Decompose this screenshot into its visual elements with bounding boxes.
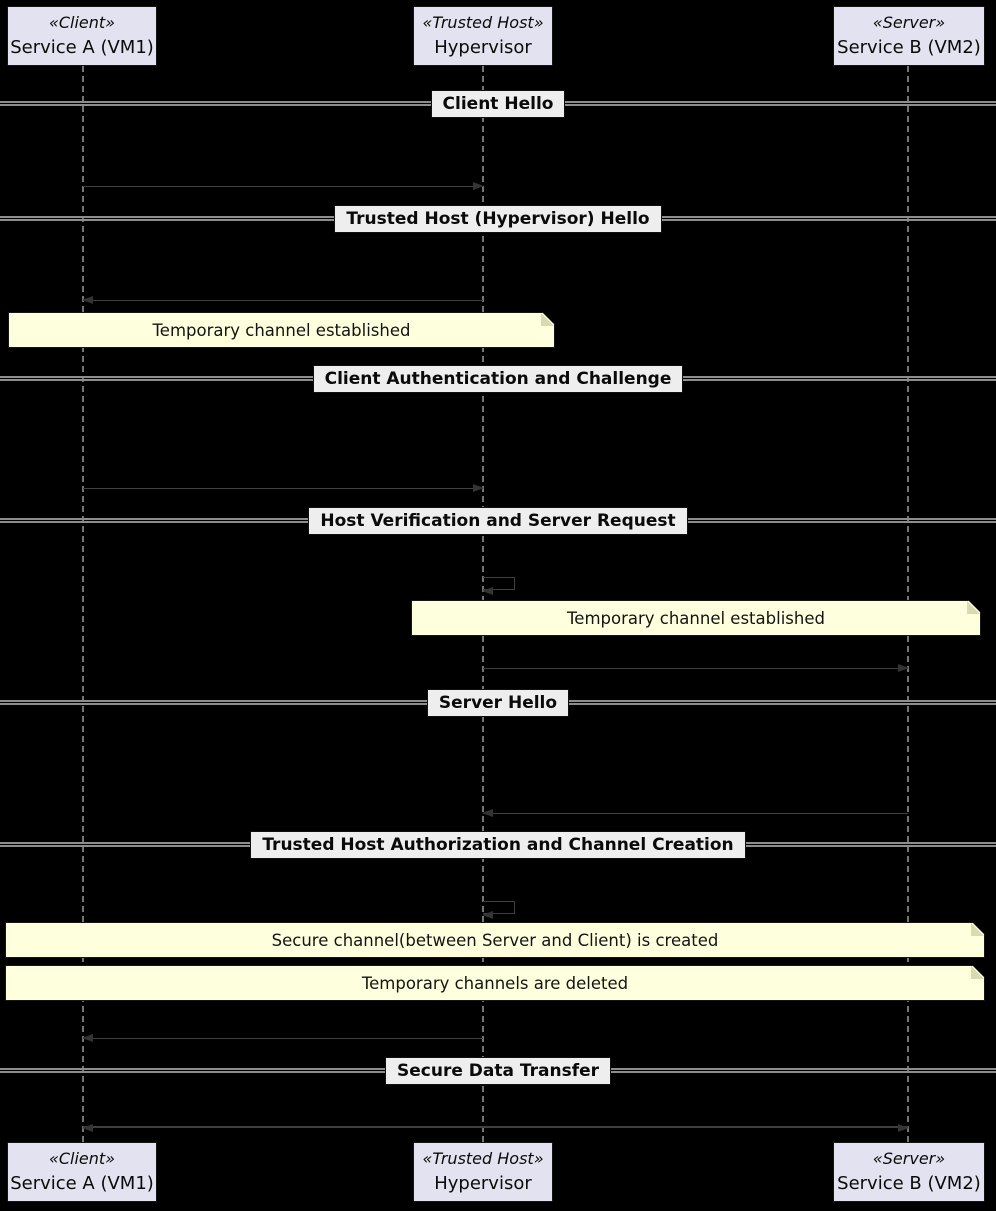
- message-arrow-server-to-hypervisor: [482, 809, 908, 817]
- note-text: Temporary channels are deleted: [361, 973, 629, 993]
- participant-name: Service A (VM1): [10, 37, 154, 58]
- note-fold-corner-icon: [971, 923, 984, 936]
- lifeline-client: [82, 66, 84, 1142]
- participant-stereotype: «Server»: [872, 1149, 946, 1168]
- participant-server-top: «Server» Service B (VM2): [833, 6, 985, 66]
- arrowhead-icon: [82, 1124, 93, 1132]
- note-text: Temporary channel established: [152, 320, 411, 340]
- note-secure-channel-created: Secure channel(between Server and Client…: [5, 922, 985, 958]
- divider-trusted-host-hello: Trusted Host (Hypervisor) Hello: [0, 204, 996, 234]
- divider-label: Host Verification and Server Request: [308, 507, 688, 535]
- divider-server-hello: Server Hello: [0, 688, 996, 718]
- message-arrow-client-to-hypervisor-2: [83, 484, 484, 492]
- participant-client-bottom: «Client» Service A (VM1): [7, 1142, 157, 1202]
- participant-hypervisor-bottom: «Trusted Host» Hypervisor: [413, 1142, 553, 1202]
- message-arrow-client-server-bidirectional: [82, 1124, 909, 1132]
- divider-secure-data-transfer: Secure Data Transfer: [0, 1056, 996, 1086]
- divider-label: Client Hello: [430, 90, 566, 118]
- arrowhead-icon: [898, 664, 909, 672]
- arrowhead-icon: [482, 586, 493, 595]
- note-text: Secure channel(between Server and Client…: [271, 930, 719, 950]
- participant-hypervisor-top: «Trusted Host» Hypervisor: [413, 6, 553, 66]
- divider-label: Client Authentication and Challenge: [312, 365, 684, 393]
- note-fold-corner-icon: [971, 966, 984, 979]
- self-message-hypervisor-1: [482, 577, 515, 595]
- divider-client-authentication: Client Authentication and Challenge: [0, 364, 996, 394]
- participant-stereotype: «Server»: [872, 13, 946, 32]
- message-arrow-client-to-hypervisor-1: [83, 182, 484, 190]
- participant-name: Service B (VM2): [837, 1173, 981, 1194]
- participant-name: Service B (VM2): [837, 37, 981, 58]
- note-text: Temporary channel established: [567, 608, 825, 628]
- participant-stereotype: «Trusted Host»: [422, 1149, 544, 1168]
- divider-trusted-host-authorization: Trusted Host Authorization and Channel C…: [0, 830, 996, 860]
- participant-name: Service A (VM1): [10, 1173, 154, 1194]
- divider-label: Trusted Host (Hypervisor) Hello: [334, 205, 662, 233]
- arrowhead-icon: [82, 296, 93, 304]
- message-arrow-hypervisor-to-client-1: [82, 296, 483, 304]
- arrowhead-icon: [473, 182, 484, 190]
- arrowhead-icon: [898, 1124, 909, 1132]
- divider-label: Trusted Host Authorization and Channel C…: [250, 831, 746, 859]
- participant-server-bottom: «Server» Service B (VM2): [833, 1142, 985, 1202]
- divider-label: Secure Data Transfer: [385, 1057, 611, 1085]
- note-temporary-channel-server: Temporary channel established: [411, 600, 981, 636]
- arrowhead-icon: [482, 809, 493, 817]
- self-message-hypervisor-2: [482, 901, 515, 919]
- message-arrow-hypervisor-to-server: [483, 664, 909, 672]
- message-arrow-hypervisor-to-client-2: [82, 1034, 483, 1042]
- participant-stereotype: «Client»: [48, 1149, 116, 1168]
- note-fold-corner-icon: [541, 313, 554, 326]
- participant-client-top: «Client» Service A (VM1): [7, 6, 157, 66]
- arrowhead-icon: [482, 910, 493, 919]
- participant-name: Hypervisor: [434, 37, 532, 58]
- divider-label: Server Hello: [426, 689, 570, 717]
- arrowhead-icon: [82, 1034, 93, 1042]
- note-temporary-channels-deleted: Temporary channels are deleted: [5, 965, 985, 1001]
- note-temporary-channel-client: Temporary channel established: [8, 312, 555, 348]
- participant-stereotype: «Client»: [48, 13, 116, 32]
- arrowhead-icon: [473, 484, 484, 492]
- divider-client-hello: Client Hello: [0, 89, 996, 119]
- note-fold-corner-icon: [967, 601, 980, 614]
- participant-name: Hypervisor: [434, 1173, 532, 1194]
- participant-stereotype: «Trusted Host»: [422, 13, 544, 32]
- divider-host-verification: Host Verification and Server Request: [0, 506, 996, 536]
